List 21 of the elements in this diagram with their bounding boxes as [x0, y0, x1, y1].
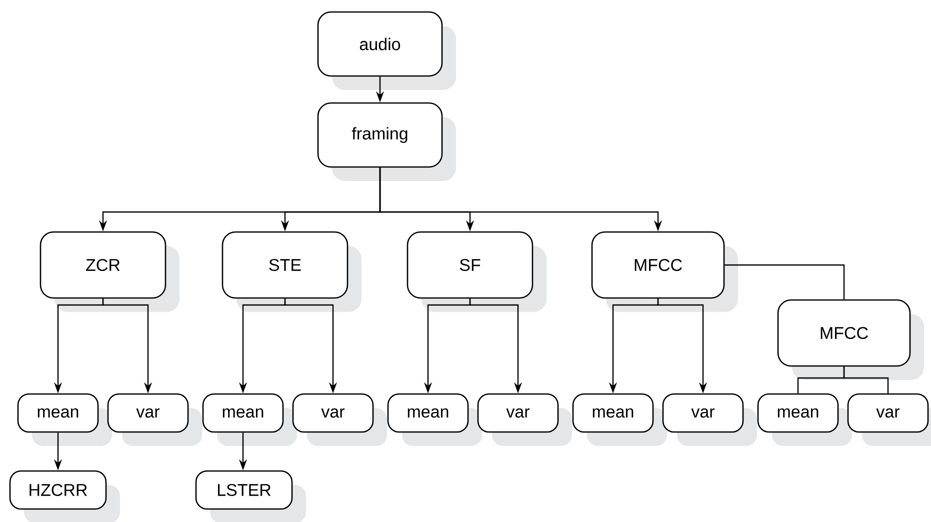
rounded-box: var — [292, 393, 387, 446]
rounded-box: mean — [757, 393, 852, 446]
rounded-box: mean — [387, 393, 482, 446]
rounded-box: var — [107, 393, 202, 446]
rounded-box: ZCR — [40, 231, 180, 312]
connector — [724, 264, 845, 300]
rounded-box: SF — [406, 231, 546, 312]
rounded-box: HZCRR — [9, 470, 120, 522]
rounded-box: MFCC — [591, 231, 738, 312]
rounded-box: audio — [317, 11, 456, 90]
rounded-box: var — [662, 393, 757, 446]
rounded-box: MFCC — [777, 299, 924, 380]
rounded-box: mean — [202, 393, 297, 446]
rounded-box: LSTER — [195, 470, 306, 522]
connector — [843, 366, 889, 394]
rounded-box: mean — [572, 393, 667, 446]
rounded-box: mean — [17, 393, 112, 446]
rounded-box: var — [847, 393, 931, 446]
rounded-box: var — [477, 393, 572, 446]
rounded-box: STE — [222, 231, 362, 312]
rounded-box: framing — [317, 102, 456, 181]
